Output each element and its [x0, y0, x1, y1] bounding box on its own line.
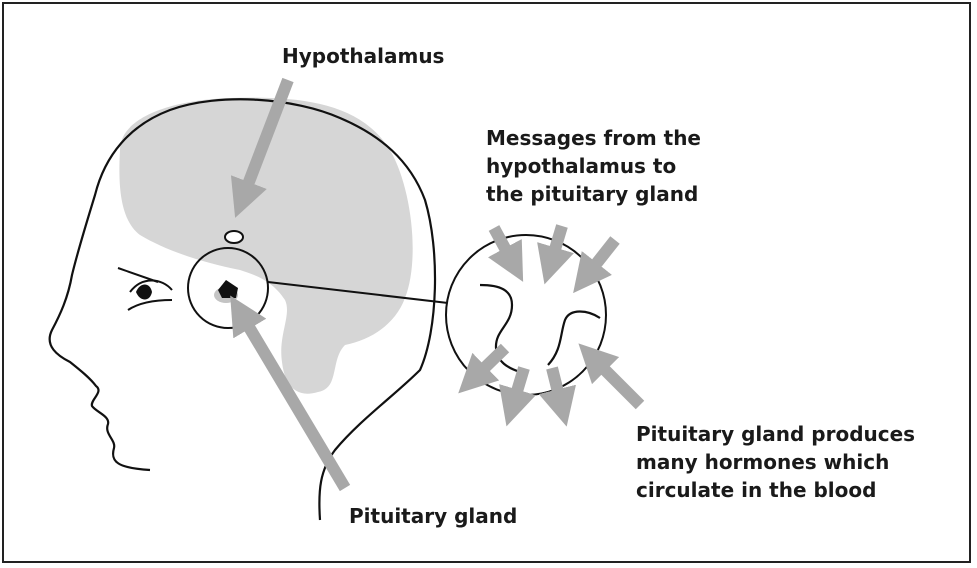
hypothalamus-oval — [225, 231, 243, 243]
hormones-label: Pituitary gland produces many hormones w… — [636, 420, 915, 504]
messages-line-1: Messages from the — [486, 124, 701, 152]
pituitary-gland-shape — [218, 280, 238, 298]
message-arrow-3 — [585, 240, 615, 278]
hypothalamus-label: Hypothalamus — [282, 42, 444, 70]
hormones-line-1: Pituitary gland produces — [636, 420, 915, 448]
gland-produces-arrow — [592, 357, 640, 405]
messages-line-3: the pituitary gland — [486, 180, 701, 208]
pituitary-label: Pituitary gland — [349, 502, 517, 530]
messages-line-2: hypothalamus to — [486, 152, 701, 180]
eye — [118, 268, 172, 310]
messages-label: Messages from the hypothalamus to the pi… — [486, 124, 701, 208]
hormones-line-2: many hormones which — [636, 448, 915, 476]
hormones-line-3: circulate in the blood — [636, 476, 915, 504]
